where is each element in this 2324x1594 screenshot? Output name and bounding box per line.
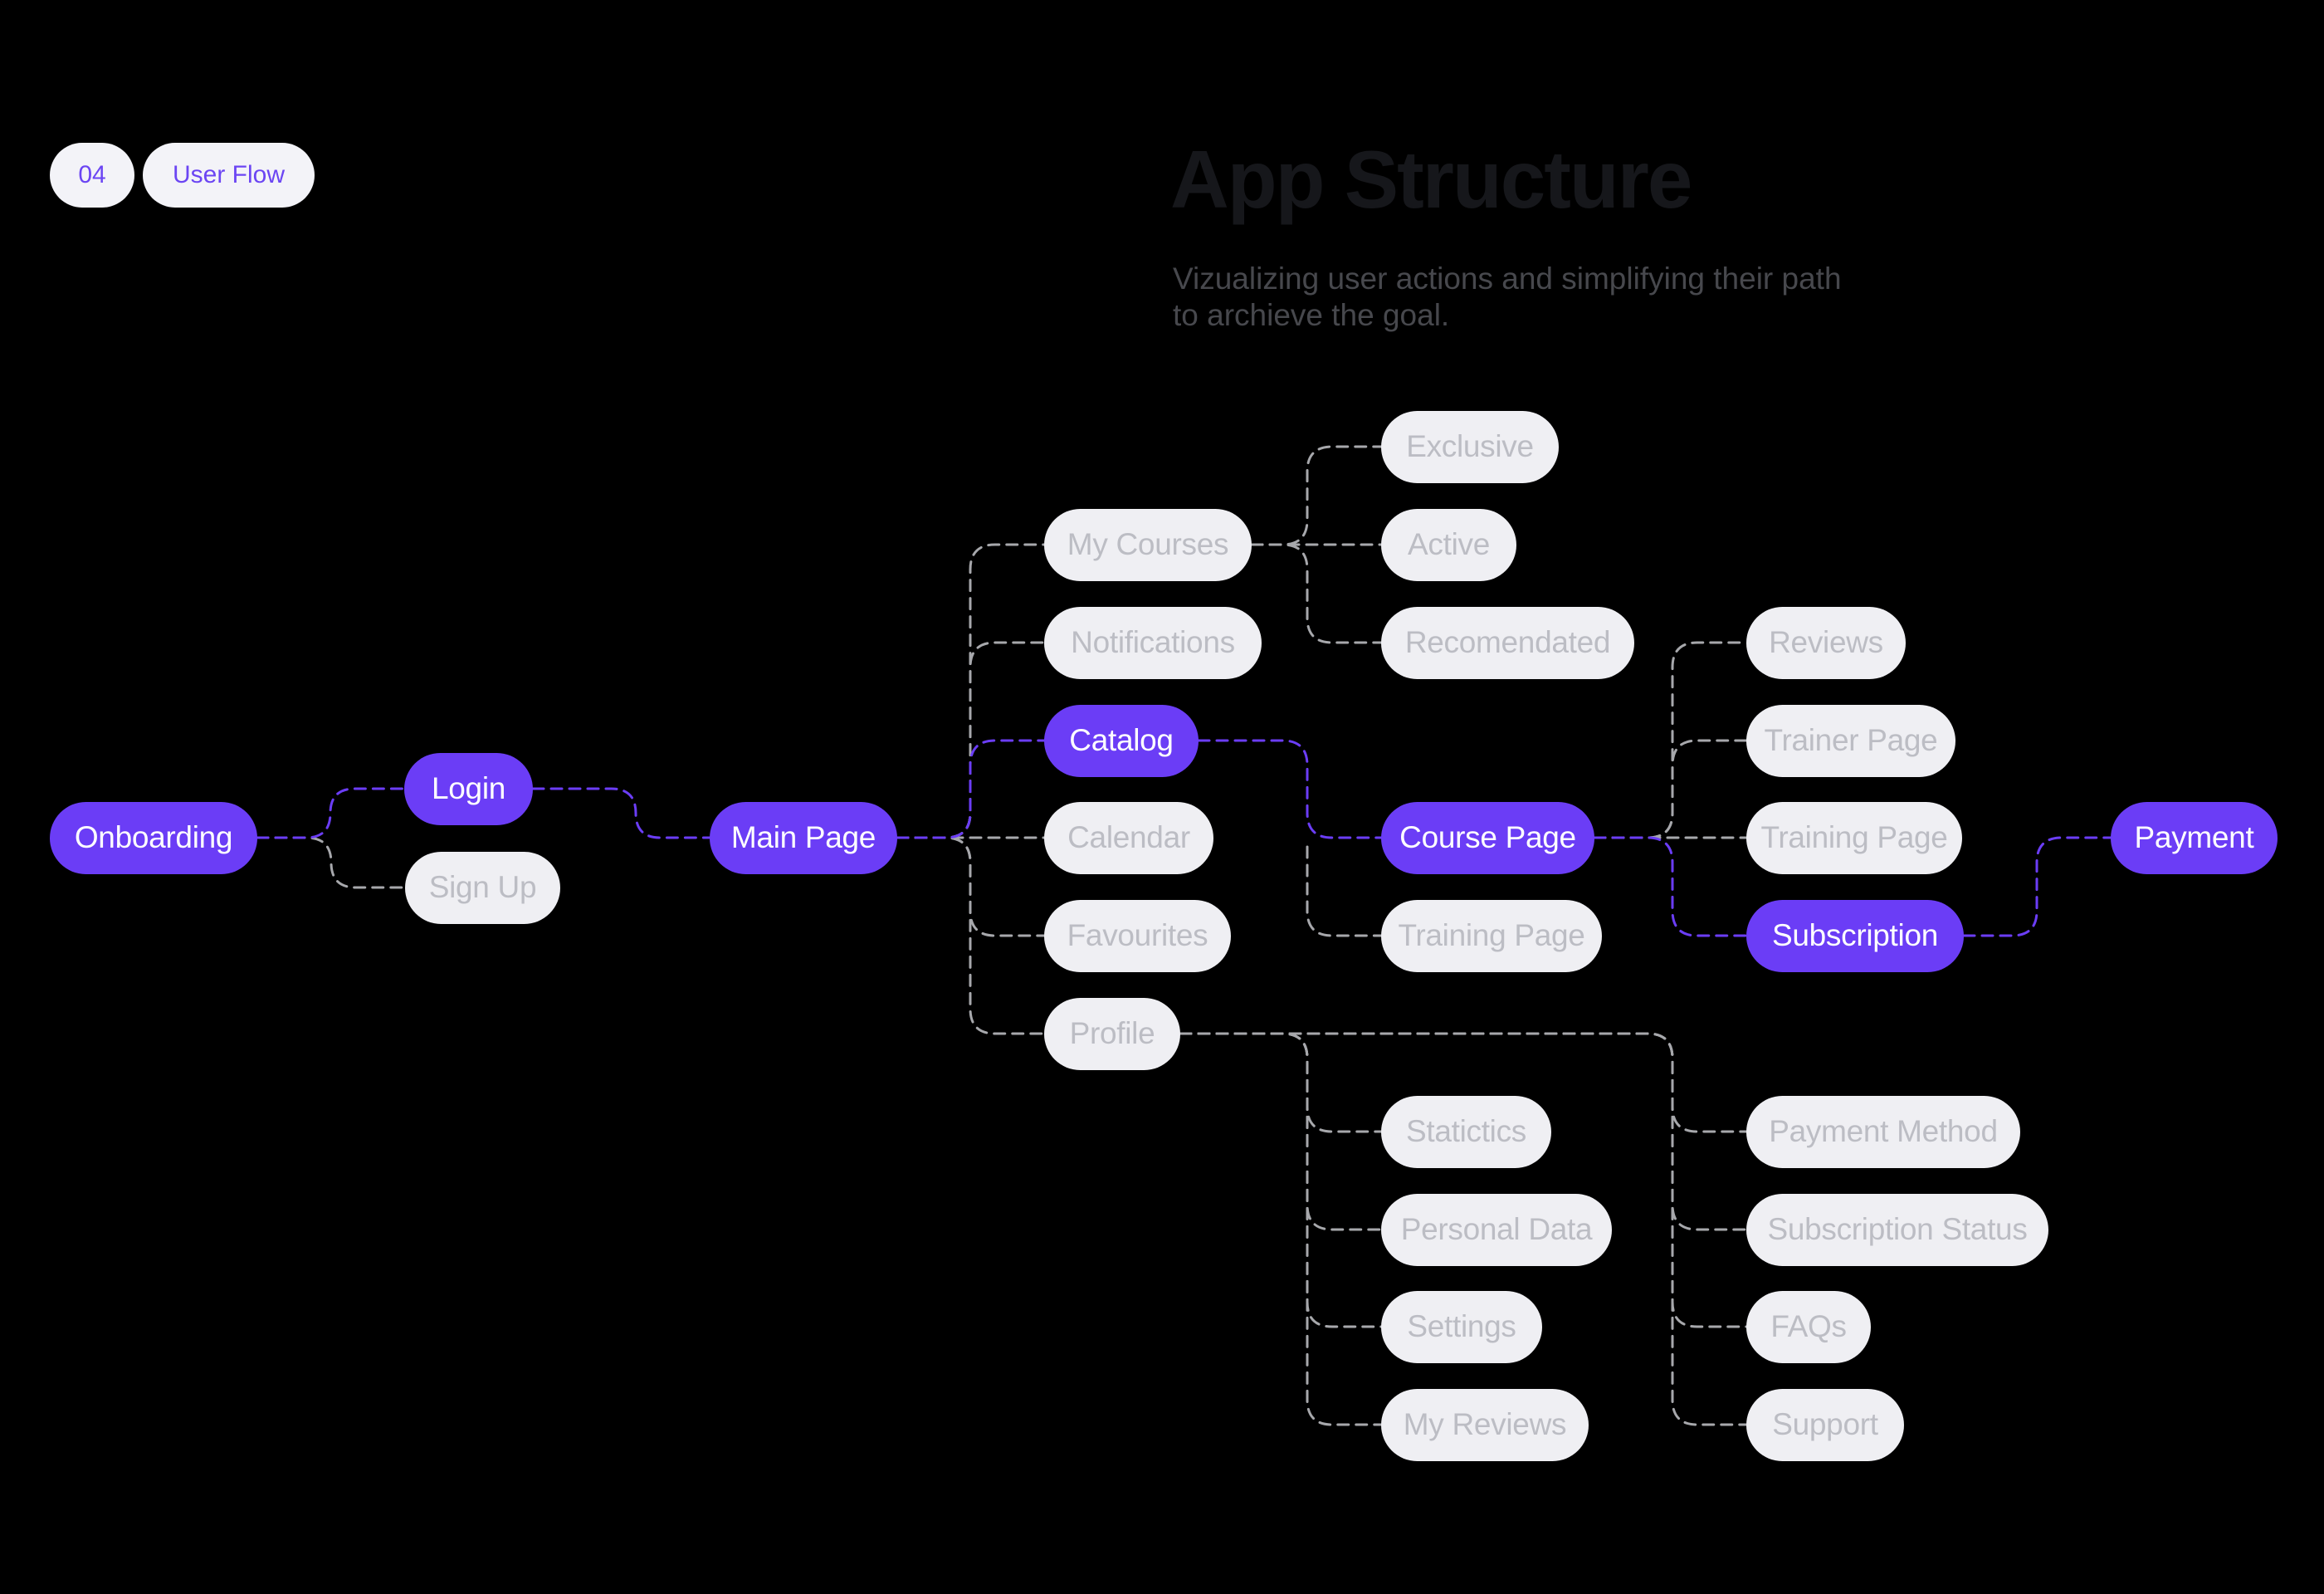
- badge-number-label: 04: [78, 161, 106, 188]
- edge-login-main-page: [531, 787, 711, 839]
- node-active: Active: [1381, 508, 1516, 581]
- page-title: App Structure: [1170, 134, 1692, 225]
- node-notifications: Notifications: [1044, 606, 1262, 679]
- page-subtitle-line1: Vizualizing user actions and simplifying…: [1173, 262, 1842, 296]
- edge-course-page-trainer-page: [1593, 739, 1748, 839]
- node-onboarding: Onboarding: [50, 801, 257, 874]
- node-catalog: Catalog: [1044, 704, 1199, 777]
- node-faqs: FAQs: [1746, 1290, 1871, 1363]
- node-my-courses: My Courses: [1044, 508, 1252, 581]
- node-training-page-b: Training Page: [1746, 801, 1962, 874]
- node-course-page: Course Page: [1381, 801, 1594, 874]
- node-calendar: Calendar: [1044, 801, 1213, 874]
- edge-onboarding-sign-up: [256, 836, 407, 889]
- node-reviews: Reviews: [1746, 606, 1906, 679]
- node-payment-method: Payment Method: [1746, 1095, 2020, 1168]
- edge-subscription-payment: [1962, 836, 2112, 937]
- edge-profile-settings: [1179, 1032, 1383, 1328]
- header-badges: 04 User Flow: [50, 143, 315, 208]
- edge-profile-statictics: [1179, 1032, 1383, 1133]
- edge-catalog-training-page-a: [1306, 845, 1383, 937]
- node-training-page-a: Training Page: [1381, 899, 1602, 972]
- edge-onboarding-login: [256, 787, 406, 839]
- edge-profile-my-reviews: [1179, 1032, 1383, 1426]
- node-support: Support: [1746, 1388, 1904, 1461]
- node-trainer-page: Trainer Page: [1746, 704, 1955, 777]
- badge-user-flow-label: User Flow: [173, 161, 286, 188]
- node-exclusive: Exclusive: [1381, 410, 1559, 483]
- node-profile: Profile: [1044, 997, 1180, 1070]
- node-recomendated: Recomendated: [1381, 606, 1634, 679]
- edge-profile-faqs: [1179, 1032, 1748, 1328]
- badge-number: 04: [50, 143, 134, 208]
- edge-my-courses-exclusive: [1250, 445, 1383, 546]
- node-login: Login: [404, 752, 533, 825]
- node-favourites: Favourites: [1044, 899, 1231, 972]
- node-statictics: Statictics: [1381, 1095, 1551, 1168]
- node-settings: Settings: [1381, 1290, 1542, 1363]
- node-main-page: Main Page: [710, 801, 897, 874]
- node-personal-data: Personal Data: [1381, 1193, 1612, 1266]
- edge-course-page-subscription: [1593, 836, 1748, 937]
- node-sign-up: Sign Up: [405, 851, 560, 924]
- badge-user-flow: User Flow: [143, 143, 315, 208]
- node-subscription: Subscription: [1746, 899, 1964, 972]
- edge-main-page-catalog: [896, 739, 1046, 839]
- node-my-reviews: My Reviews: [1381, 1388, 1589, 1461]
- edge-profile-support: [1179, 1032, 1748, 1426]
- page-subtitle-line2: to archieve the goal.: [1173, 298, 1450, 332]
- page-subtitle: Vizualizing user actions and simplifying…: [1173, 261, 1842, 334]
- node-subscription-status: Subscription Status: [1746, 1193, 2048, 1266]
- edge-catalog-course-page: [1197, 739, 1383, 839]
- edge-main-page-profile: [896, 836, 1046, 1035]
- node-payment: Payment: [2111, 801, 2278, 874]
- edge-my-courses-recomendated: [1250, 543, 1383, 644]
